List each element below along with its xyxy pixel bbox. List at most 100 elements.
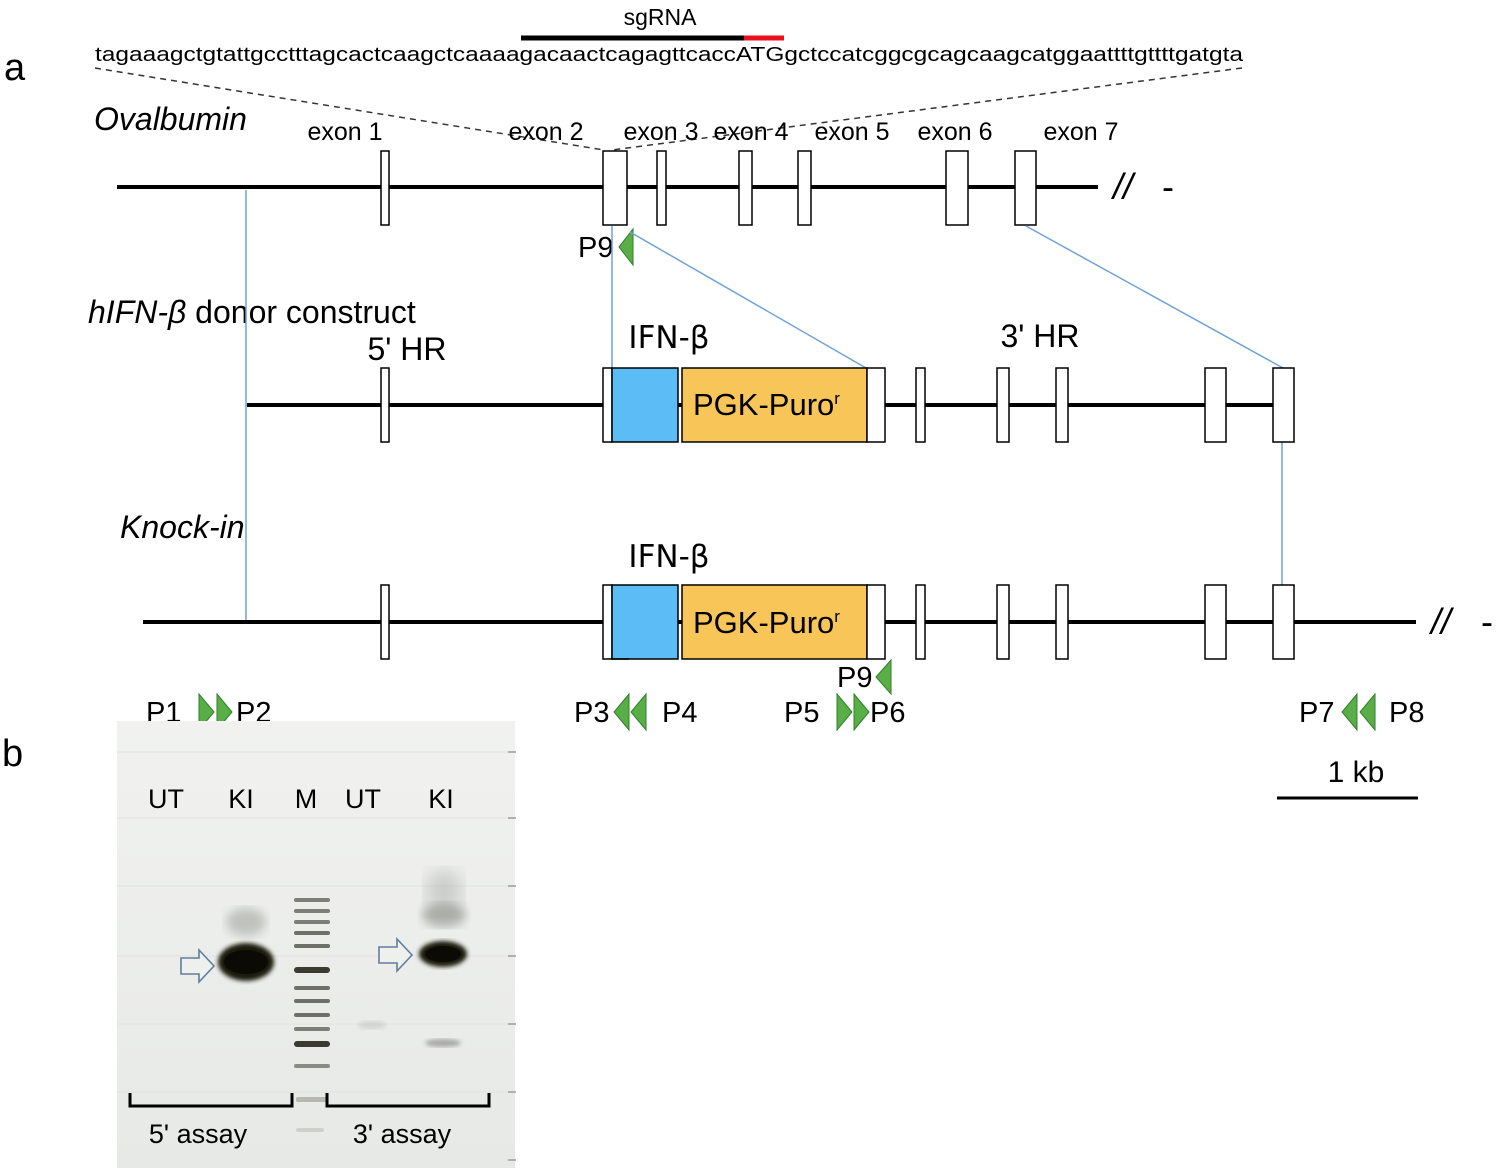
donor-exon-3 — [915, 367, 926, 443]
exon-label-4: exon 4 — [713, 118, 788, 146]
ovalbumin-exon-3 — [656, 150, 667, 226]
primer-p3-arrow — [613, 692, 630, 732]
knockin-exon-2-rest — [866, 584, 886, 660]
gel-edge-ticks — [508, 751, 516, 1161]
scale-bar-label: 1 kb — [1328, 756, 1385, 789]
lane-label-ut-1: UT — [148, 784, 184, 814]
primer-label-p8: P8 — [1389, 697, 1424, 729]
ladder-band — [294, 898, 330, 902]
donor-exon-4 — [996, 367, 1010, 443]
sequence-pre: tagaaagctgtattgcctttagcactcaagctcaaaagac… — [95, 44, 736, 66]
sgrna-label: sgRNA — [624, 4, 698, 30]
ladder-band — [294, 1064, 330, 1068]
ki2-product-band-core — [425, 946, 461, 962]
knockin-exon-4 — [996, 584, 1010, 660]
exon-label-3: exon 3 — [623, 118, 698, 146]
ut2-faint-band — [358, 1021, 386, 1029]
donor-exon-2-part — [602, 367, 613, 443]
primer-p4-arrow — [630, 692, 647, 732]
donor-ifn-cassette — [611, 367, 679, 443]
ladder-band — [294, 1041, 330, 1047]
ovalbumin-exon-7 — [1014, 150, 1037, 226]
knockin-exon-1 — [380, 584, 390, 660]
primer-p7-arrow — [1341, 692, 1358, 732]
bracket-5-assay — [128, 1093, 294, 1108]
donor-exon-5 — [1055, 367, 1069, 443]
ki2-smear — [422, 903, 466, 927]
ladder-band — [294, 931, 330, 935]
exon-label-6: exon 6 — [917, 118, 992, 146]
primer-p8-arrow — [1359, 692, 1376, 732]
primer-label-p5: P5 — [784, 697, 819, 729]
primer-p9-top-arrow — [618, 227, 634, 267]
guide-line-insert-right — [629, 231, 867, 369]
knockin-exon-6 — [1204, 584, 1227, 660]
hr3-label: 3' HR — [1000, 318, 1079, 354]
panel-a-label: a — [4, 47, 26, 89]
track-label-knockin: Knock-in — [120, 509, 245, 545]
ladder-band — [294, 1027, 330, 1031]
primer-label-p9-top: P9 — [578, 232, 613, 264]
ki2-smear-upper — [426, 870, 462, 914]
knockin-exon-5 — [1055, 584, 1069, 660]
pgk-sup-knockin: r — [834, 607, 840, 626]
knockin-dash: - — [1481, 601, 1493, 642]
pgk-name-donor: PGK-Puro — [693, 387, 834, 422]
primer-p9-bottom-arrow — [875, 658, 892, 696]
bracket-3-assay — [325, 1093, 491, 1108]
knockin-exon-7 — [1272, 584, 1295, 660]
lane-label-ki-2: KI — [428, 784, 454, 814]
ki2-minor-band — [425, 1039, 461, 1047]
ovalbumin-exon-1 — [380, 150, 390, 226]
assay-label-3: 3' assay — [353, 1119, 452, 1149]
pgk-label-knockin: PGK-Puror — [693, 605, 840, 640]
primer-label-p7: P7 — [1299, 697, 1334, 729]
ifn-label-knockin: IFN-β — [628, 539, 709, 575]
ifn-label-donor: IFN-β — [628, 320, 709, 356]
ki1-product-band-core — [224, 950, 268, 974]
primer-label-p6: P6 — [870, 697, 905, 729]
ladder-band — [294, 1013, 330, 1017]
assay-label-5: 5' assay — [149, 1119, 248, 1149]
knockin-ifn-cassette — [611, 584, 679, 660]
knockin-pgk-puro-cassette — [681, 584, 868, 660]
ladder-band — [294, 909, 330, 913]
ladder-band — [294, 944, 330, 948]
donor-rest: donor construct — [186, 294, 416, 330]
pgk-name-knockin: PGK-Puro — [693, 605, 834, 640]
knockin-break: // — [1428, 601, 1455, 642]
gel-image: UT KI M UT KI — [117, 721, 516, 1168]
genomic-sequence: tagaaagctgtattgcctttagcactcaagctcaaaagac… — [95, 44, 1244, 66]
track-label-donor: hIFN-β donor construct — [88, 294, 416, 330]
lane-label-ut-2: UT — [345, 784, 381, 814]
donor-gene-name: hIFN-β — [88, 294, 186, 330]
pgk-label-donor: PGK-Puror — [693, 387, 840, 422]
ki1-smear — [226, 908, 266, 936]
lane-label-ki-1: KI — [228, 784, 254, 814]
donor-exon-6 — [1204, 367, 1227, 443]
primer-label-p9-bottom: P9 — [837, 662, 872, 694]
primer-p6-arrow — [853, 692, 870, 732]
exon-label-1: exon 1 — [307, 118, 382, 146]
pgk-sup-donor: r — [834, 389, 840, 408]
knockin-exon-3 — [915, 584, 926, 660]
ladder-band — [294, 999, 330, 1003]
marker-ladder — [294, 898, 330, 1132]
zoom-line-right — [611, 67, 1243, 151]
donor-exon-1 — [380, 367, 390, 443]
panel-b-label: b — [2, 733, 23, 775]
exon-label-5: exon 5 — [814, 118, 889, 146]
sequence-atg: ATG — [736, 44, 785, 66]
lane-label-marker: M — [295, 784, 318, 814]
product-arrow-3-icon — [378, 936, 414, 974]
ladder-band — [296, 1128, 324, 1132]
exon-label-2: exon 2 — [508, 118, 583, 146]
primer-label-p3: P3 — [574, 697, 609, 729]
primer-p5-arrow — [836, 692, 853, 732]
knockin-exon-2-part — [602, 584, 613, 660]
ovalbumin-exon-4 — [738, 150, 753, 226]
ladder-band — [294, 967, 330, 973]
ovalbumin-exon-2 — [602, 150, 628, 226]
